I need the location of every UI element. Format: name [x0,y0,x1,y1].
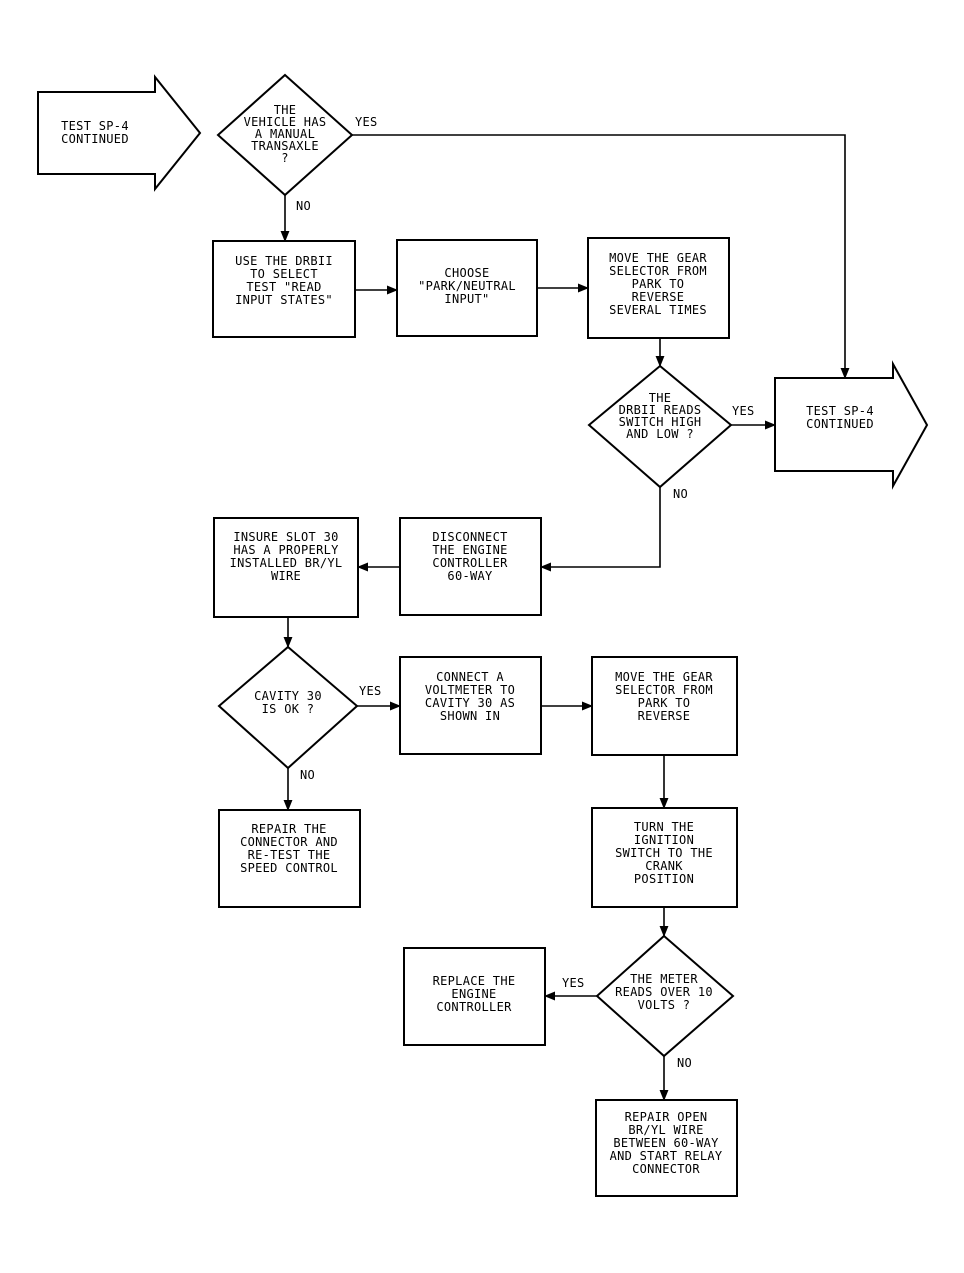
edge-label-reads-no: NO [673,487,688,501]
node-meter-line-2: READS OVER 10 [615,985,713,999]
node-move2-line-1: MOVE THE GEAR [615,670,713,684]
node-voltmeter-line-3: CAVITY 30 AS [425,696,515,710]
node-ignition-line-1: TURN THE [634,820,694,834]
node-voltmeter-line-2: VOLTMETER TO [425,683,515,697]
node-replace-line-2: ENGINE [451,987,496,1001]
node-repair-open: REPAIR OPEN BR/YL WIRE BETWEEN 60-WAY AN… [595,1099,738,1197]
node-move1-line-2: SELECTOR FROM [609,264,707,278]
node-repair-connector: REPAIR THE CONNECTOR AND RE-TEST THE SPE… [218,809,361,908]
node-start-line-1: TEST SP-4 [61,119,129,133]
node-ignition-line-3: SWITCH TO THE [615,846,713,860]
node-cavity-line-1: CAVITY 30 [254,689,322,703]
node-disconnect-line-1: DISCONNECT [432,530,507,544]
edge-label-manual-yes: YES [355,115,378,129]
node-move1-line-3: PARK TO [632,277,685,291]
node-repair1-line-3: RE-TEST THE [248,848,331,862]
node-voltmeter-line-4: SHOWN IN [440,709,500,723]
edge-label-cavity-yes: YES [359,684,382,698]
node-manual-line-2: VEHICLE HAS [244,115,327,129]
node-replace-line-3: CONTROLLER [436,1000,512,1014]
node-repair1-line-2: CONNECTOR AND [240,835,338,849]
node-choose: CHOOSE "PARK/NEUTRAL INPUT" [396,239,538,337]
node-move1-line-4: REVERSE [632,290,685,304]
node-ignition-line-2: IGNITION [634,833,694,847]
node-drbii-line-4: INPUT STATES" [235,293,333,307]
node-end-line-1: TEST SP-4 [806,404,874,418]
edge-labels: YES NO YES NO YES NO YES NO [296,115,755,1070]
node-insure: INSURE SLOT 30 HAS A PROPERLY INSTALLED … [213,517,359,618]
node-replace: REPLACE THE ENGINE CONTROLLER [403,947,546,1046]
node-voltmeter: CONNECT A VOLTMETER TO CAVITY 30 AS SHOW… [399,656,542,755]
node-meter-decision: THE METER READS OVER 10 VOLTS ? [595,934,735,1058]
node-start: TEST SP-4 CONTINUED [37,74,202,192]
node-reads-decision: THE DRBII READS SWITCH HIGH AND LOW ? [587,364,733,489]
node-insure-line-3: INSTALLED BR/YL [230,556,343,570]
node-insure-line-1: INSURE SLOT 30 [233,530,338,544]
node-choose-line-3: INPUT" [444,292,489,306]
node-reads-line-1: THE [649,391,672,405]
node-cavity-line-2: IS OK ? [262,702,315,716]
node-repair2-line-2: BR/YL WIRE [628,1123,703,1137]
node-manual-line-3: A MANUAL [255,127,315,141]
node-disconnect-line-3: CONTROLLER [432,556,508,570]
edge-label-meter-no: NO [677,1056,692,1070]
node-manual-line-5: ? [281,151,289,165]
node-ignition: TURN THE IGNITION SWITCH TO THE CRANK PO… [591,807,738,908]
node-reads-line-4: AND LOW ? [626,427,694,441]
node-drbii-line-3: TEST "READ [246,280,321,294]
node-cavity-decision: CAVITY 30 IS OK ? [217,645,359,770]
node-ignition-line-5: POSITION [634,872,694,886]
edge-label-reads-yes: YES [732,404,755,418]
node-replace-line-1: REPLACE THE [433,974,516,988]
node-reads-line-3: SWITCH HIGH [619,415,702,429]
edge-label-meter-yes: YES [562,976,585,990]
node-meter-line-3: VOLTS ? [638,998,691,1012]
node-meter-line-1: THE METER [630,972,698,986]
node-manual-decision: THE VEHICLE HAS A MANUAL TRANSAXLE ? [216,73,354,197]
node-move2-line-4: REVERSE [638,709,691,723]
node-repair1-line-4: SPEED CONTROL [240,861,338,875]
node-disconnect-line-4: 60-WAY [447,569,493,583]
node-move2-line-3: PARK TO [638,696,691,710]
node-repair2-line-4: AND START RELAY [610,1149,723,1163]
node-choose-line-2: "PARK/NEUTRAL [418,279,516,293]
edge-label-cavity-no: NO [300,768,315,782]
node-voltmeter-line-1: CONNECT A [436,670,504,684]
node-manual-line-4: TRANSAXLE [251,139,319,153]
edge-reads-no-to-disconnect [539,487,661,572]
node-drbii: USE THE DRBII TO SELECT TEST "READ INPUT… [212,240,356,338]
node-repair2-line-5: CONNECTOR [632,1162,700,1176]
node-insure-line-2: HAS A PROPERLY [233,543,339,557]
node-insure-line-4: WIRE [271,569,301,583]
node-repair2-line-1: REPAIR OPEN [625,1110,708,1124]
node-start-line-2: CONTINUED [61,132,129,146]
node-manual-line-1: THE [274,103,297,117]
node-ignition-line-4: CRANK [645,859,683,873]
edge-manual-yes-to-end [352,134,850,380]
node-choose-line-1: CHOOSE [444,266,489,280]
node-end: TEST SP-4 CONTINUED [774,360,929,490]
node-move-gear-1: MOVE THE GEAR SELECTOR FROM PARK TO REVE… [587,237,730,339]
edge-label-manual-no: NO [296,199,311,213]
node-reads-line-2: DRBII READS [619,403,702,417]
node-move2-line-2: SELECTOR FROM [615,683,713,697]
node-move-gear-2: MOVE THE GEAR SELECTOR FROM PARK TO REVE… [591,656,738,756]
edges [280,134,850,1102]
node-move1-line-1: MOVE THE GEAR [609,251,707,265]
node-repair2-line-3: BETWEEN 60-WAY [613,1136,719,1150]
node-move1-line-5: SEVERAL TIMES [609,303,707,317]
node-disconnect-line-2: THE ENGINE [432,543,507,557]
node-drbii-line-2: TO SELECT [250,267,318,281]
node-end-line-2: CONTINUED [806,417,874,431]
node-repair1-line-1: REPAIR THE [251,822,326,836]
node-disconnect: DISCONNECT THE ENGINE CONTROLLER 60-WAY [399,517,542,616]
node-drbii-line-1: USE THE DRBII [235,254,333,268]
